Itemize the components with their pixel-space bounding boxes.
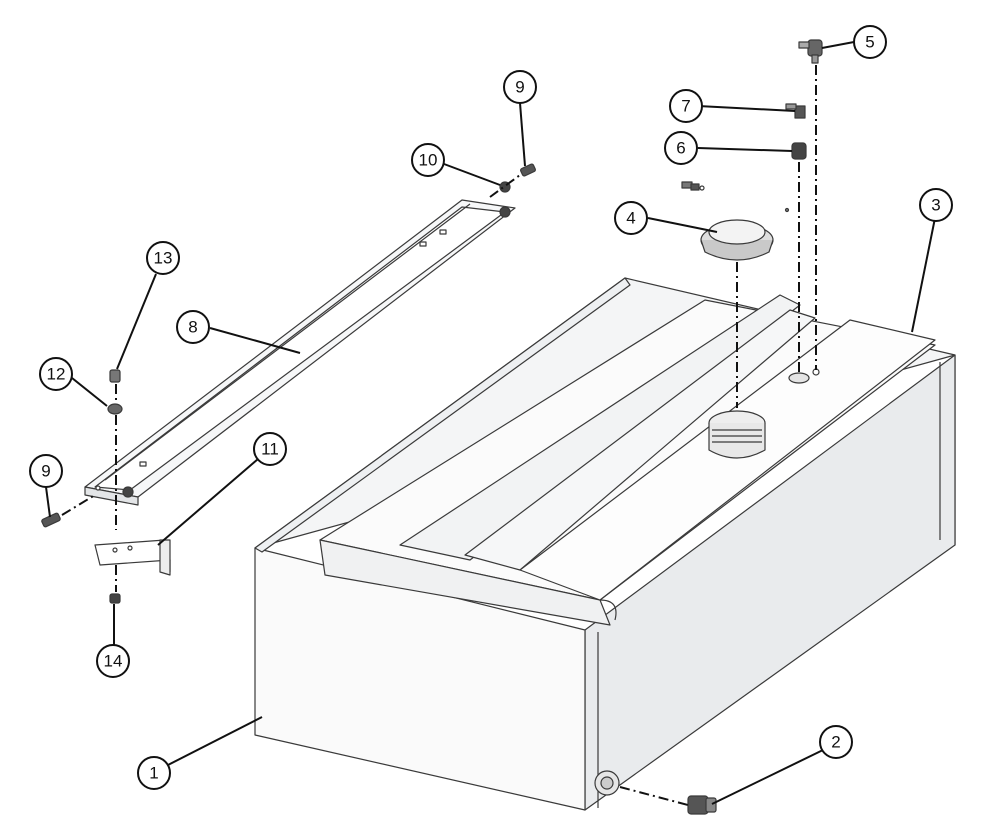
leader-lines (45, 41, 936, 805)
mounting-strap (84, 199, 516, 506)
callout-9-top: 9 (503, 70, 537, 104)
inner-tank (319, 294, 936, 626)
washer (107, 403, 123, 415)
callout-label: 3 (931, 196, 940, 215)
callout-13: 13 (146, 241, 180, 275)
callout-label: 2 (831, 733, 840, 752)
callout-2: 2 (819, 725, 853, 759)
callout-label: 7 (681, 97, 690, 116)
small-screws (681, 181, 790, 213)
callout-8: 8 (176, 310, 210, 344)
callout-5: 5 (853, 25, 887, 59)
tank-ridge-3 (519, 319, 936, 601)
elbow-fitting (798, 39, 823, 64)
filler-cap (700, 219, 774, 261)
callout-label: 4 (626, 209, 635, 228)
tank-port-1 (788, 372, 810, 384)
callout-14: 14 (96, 644, 130, 678)
callout-label: 14 (104, 652, 123, 671)
tank-ridge-2 (464, 309, 816, 571)
callout-label: 10 (419, 151, 438, 170)
left-bolt-axis (61, 494, 96, 516)
top-bolt-axis (489, 174, 521, 198)
nut-14 (109, 593, 121, 604)
tank-corner (599, 599, 617, 621)
callout-label: 9 (41, 462, 50, 481)
bolt-top (520, 163, 536, 177)
callout-label: 9 (515, 78, 524, 97)
bracket (94, 539, 171, 576)
callout-label: 13 (154, 249, 173, 268)
hose-barb (785, 103, 806, 119)
drain-plug (687, 795, 717, 815)
callout-11: 11 (253, 432, 287, 466)
callout-6: 6 (664, 131, 698, 165)
callout-9-left: 9 (29, 454, 63, 488)
callout-4: 4 (614, 201, 648, 235)
callout-12: 12 (39, 357, 73, 391)
callout-label: 8 (188, 318, 197, 337)
callout-10: 10 (411, 143, 445, 177)
callout-label: 5 (865, 33, 874, 52)
screw-13 (109, 369, 121, 383)
callout-label: 12 (47, 365, 66, 384)
callout-label: 1 (149, 764, 158, 783)
callout-1: 1 (137, 756, 171, 790)
grommet (791, 142, 807, 160)
tank-left-rim (254, 277, 631, 553)
filler-neck (708, 410, 766, 459)
callout-3: 3 (919, 188, 953, 222)
callout-label: 11 (261, 440, 279, 459)
drain-axis-line (619, 786, 689, 806)
tank-front-face (254, 547, 586, 811)
inner-tank-front (319, 539, 611, 626)
callout-label: 6 (676, 139, 685, 158)
callout-7: 7 (669, 89, 703, 123)
bolt-left (41, 512, 61, 528)
